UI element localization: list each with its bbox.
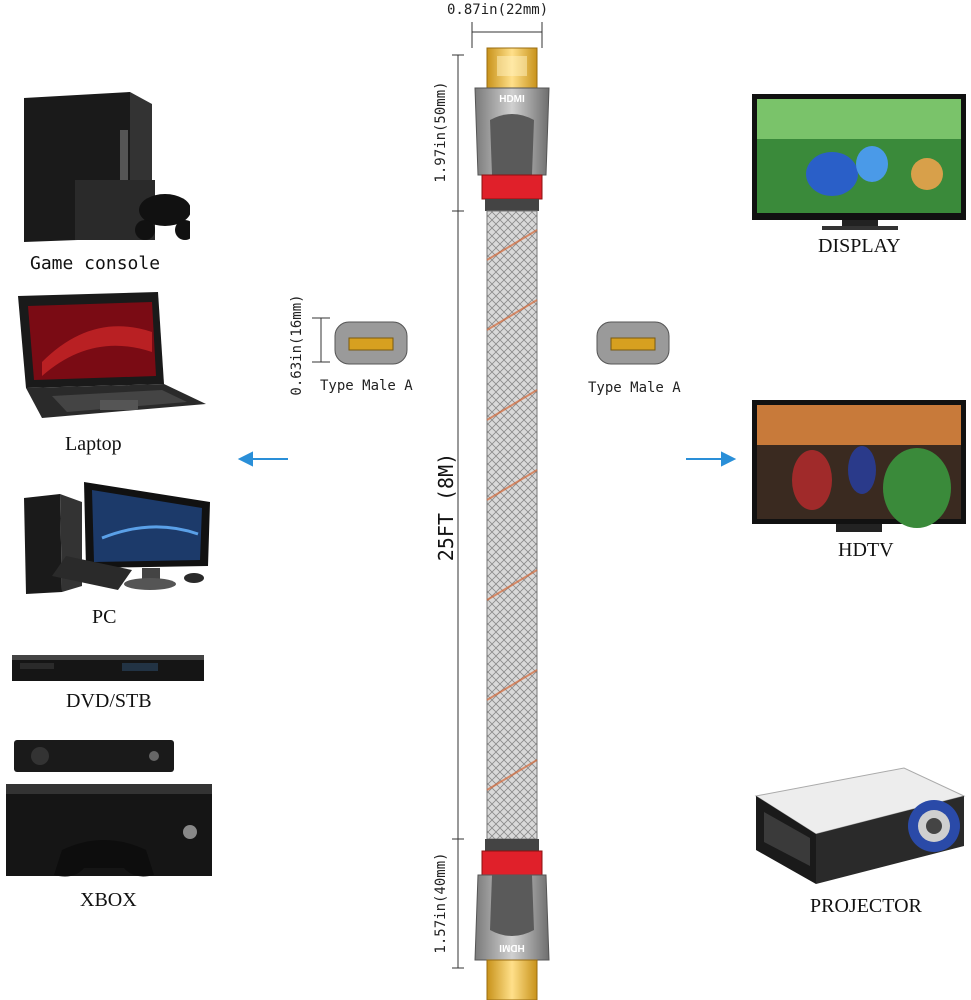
bottom-red-ring: [481, 850, 543, 876]
arrow-left-head: [237, 451, 253, 467]
hdtv-image: [752, 400, 966, 532]
laptop-label: Laptop: [65, 433, 122, 455]
hdtv-label: HDTV: [838, 539, 894, 561]
projector-image: [754, 767, 966, 884]
display-label: DISPLAY: [818, 235, 901, 257]
hdmi-top-logo: HDMI: [499, 94, 525, 105]
connector-type-right-label: Type Male A: [588, 380, 681, 396]
top-red-ring: [481, 174, 543, 200]
connector-height-label: 0.63in(16mm): [289, 294, 305, 396]
connector-face-left: [334, 321, 408, 365]
xbox-label: XBOX: [80, 889, 137, 911]
xbox-image: [6, 740, 212, 877]
width-dimension-label: 0.87in(22mm): [447, 2, 549, 18]
hdmi-bottom-logo: HDMI: [499, 942, 525, 953]
game-console-label: Game console: [30, 253, 161, 274]
game-console-image: [24, 92, 190, 242]
projector-label: PROJECTOR: [810, 895, 922, 917]
connector-type-left-label: Type Male A: [320, 378, 413, 394]
total-length-label: 25FT (8M): [434, 452, 458, 562]
pc-label: PC: [92, 606, 117, 628]
display-image: [752, 94, 966, 230]
bottom-length-label: 1.57in(40mm): [433, 852, 449, 954]
gamepad-icon: [139, 194, 190, 226]
arrow-right-head: [721, 451, 737, 467]
bottom-gold-tip: [486, 959, 538, 1000]
dvd-player-image: [12, 655, 204, 681]
top-length-label: 1.97in(50mm): [433, 81, 449, 183]
connector-face-right: [596, 321, 670, 365]
pc-image: [24, 482, 210, 594]
dvd-label: DVD/STB: [66, 690, 152, 712]
laptop-image: [18, 292, 206, 418]
xbox-logo-icon: [183, 825, 197, 839]
